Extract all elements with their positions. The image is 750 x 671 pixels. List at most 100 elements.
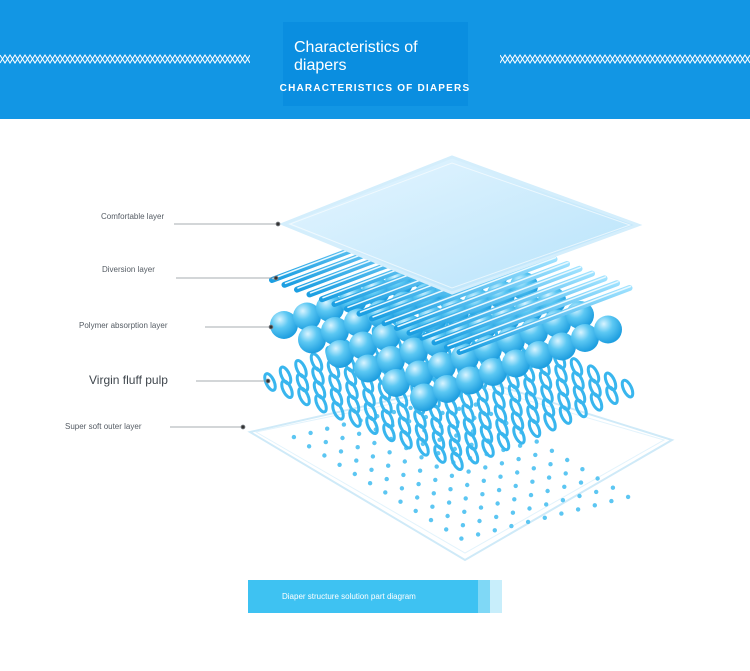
outer-dot <box>417 468 423 473</box>
polymer-sphere <box>410 383 438 412</box>
polymer-sphere <box>548 332 576 361</box>
diversion-tube-highlight <box>459 285 632 352</box>
outer-dot <box>575 507 581 512</box>
outer-dot <box>462 509 467 514</box>
outer-dot <box>430 504 435 509</box>
fluff-coil <box>399 429 413 450</box>
outer-dot <box>402 459 407 464</box>
label-polymer-layer: Polymer absorption layer <box>79 321 168 330</box>
outer-dot <box>306 444 312 449</box>
outer-dot <box>577 493 582 499</box>
outer-dot <box>354 458 359 463</box>
outer-dot <box>460 523 466 528</box>
outer-dot <box>433 477 438 483</box>
caption-stripe <box>478 580 490 613</box>
outer-dot <box>545 488 550 494</box>
polymer-sphere <box>354 354 382 383</box>
outer-dot <box>475 532 481 537</box>
outer-dot <box>477 518 482 524</box>
outer-dot <box>337 462 342 467</box>
fluff-coil <box>512 424 526 445</box>
outer-dot <box>459 536 464 541</box>
outer-dot <box>446 500 452 505</box>
outer-dot <box>527 506 532 511</box>
fluff-coil <box>465 444 480 465</box>
polymer-sphere <box>293 302 321 331</box>
outer-dot <box>340 435 345 441</box>
outer-dot <box>496 487 502 493</box>
outer-dot <box>463 496 468 501</box>
outer-dot <box>434 464 439 469</box>
diaper-layer-diagram <box>170 155 675 562</box>
outer-dot <box>478 505 484 510</box>
outer-dot <box>291 434 297 440</box>
polymer-sphere <box>372 323 400 351</box>
outer-dot <box>495 501 500 506</box>
diversion-tube <box>394 261 570 331</box>
fluff-coil <box>365 415 379 436</box>
outer-dot <box>594 489 599 495</box>
outer-dot <box>391 409 397 415</box>
polymer-sphere <box>433 375 461 403</box>
fluff-coil <box>297 386 311 407</box>
outer-dot <box>367 481 373 486</box>
outer-dot <box>592 503 597 508</box>
outer-dot <box>512 497 517 502</box>
outer-dot <box>445 513 450 519</box>
outer-dot <box>517 443 523 448</box>
outer-dot <box>323 439 328 445</box>
fluff-coil <box>263 372 277 392</box>
outer-dot <box>531 466 536 471</box>
polymer-sphere <box>298 325 326 354</box>
outer-dot <box>483 465 488 470</box>
outer-dot <box>546 475 552 480</box>
outer-dot <box>513 483 518 489</box>
outer-dot <box>533 452 538 458</box>
diversion-tube-highlight <box>447 280 619 347</box>
outer-dot <box>466 469 471 474</box>
outer-dot <box>415 495 420 500</box>
caption-bar <box>248 580 478 613</box>
fluff-coil <box>620 378 635 399</box>
outer-dot <box>338 449 344 454</box>
outer-dot <box>408 405 413 411</box>
outer-dot <box>515 470 520 475</box>
outer-dot <box>542 515 547 520</box>
outer-dot <box>580 467 585 472</box>
label-comfortable-layer: Comfortable layer <box>101 212 165 221</box>
polymer-sphere <box>382 369 410 397</box>
fluff-coil <box>382 422 396 443</box>
outer-dot <box>387 450 392 455</box>
fluff-coil <box>574 398 588 419</box>
outer-dot <box>456 406 462 411</box>
fluff-coil <box>558 405 573 425</box>
fluff-coil <box>527 418 542 439</box>
outer-dot <box>444 527 449 532</box>
comfortable-layer-sheet <box>278 155 643 295</box>
outer-dot <box>563 471 568 476</box>
diversion-tube <box>419 270 595 341</box>
outer-dot <box>578 480 584 485</box>
diversion-tube <box>444 280 620 351</box>
diversion-tube <box>381 256 558 327</box>
diversion-tube-highlight <box>384 256 557 323</box>
outer-dot <box>609 498 614 504</box>
outer-dot <box>428 517 434 523</box>
fluff-coil <box>605 385 619 406</box>
leader-dot-diversion <box>273 275 279 281</box>
outer-dot <box>448 487 453 492</box>
outer-dot <box>431 491 436 496</box>
outer-dot <box>352 471 357 477</box>
polymer-sphere <box>456 366 484 395</box>
diagram-caption: Diaper structure solution part diagram <box>282 592 416 601</box>
polymer-sphere <box>349 331 377 360</box>
leader-dot-comfortable <box>275 221 281 227</box>
outer-dot <box>386 463 391 468</box>
fluff-coil <box>450 451 464 472</box>
leader-dot-outer <box>240 424 246 430</box>
outer-dot <box>480 492 485 497</box>
outer-dot <box>562 484 567 489</box>
label-fluff-pulp: Virgin fluff pulp <box>89 373 168 387</box>
outer-dot <box>516 456 521 462</box>
title-box <box>283 22 468 106</box>
